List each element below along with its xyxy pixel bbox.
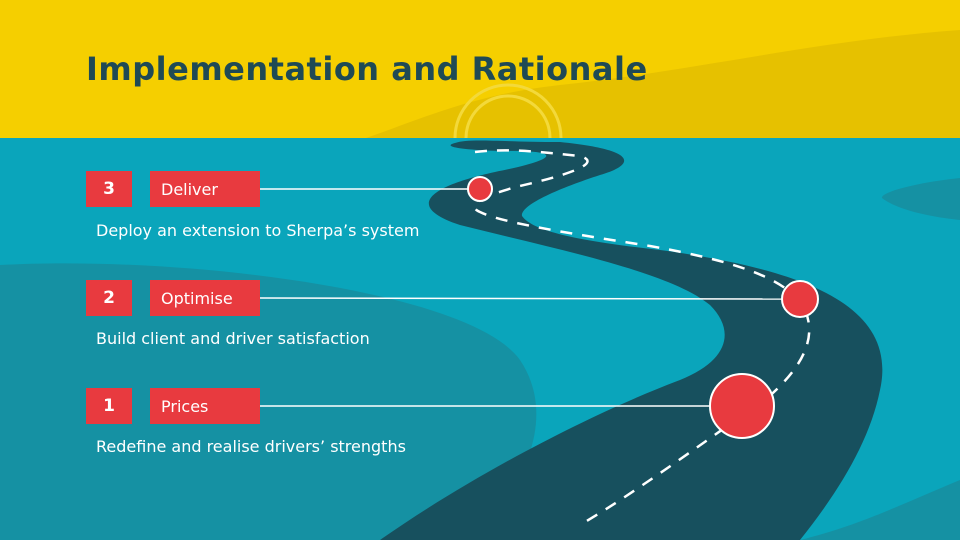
step-number-badge: 1 <box>86 388 132 424</box>
step-number-badge: 3 <box>86 171 132 207</box>
road <box>380 140 883 540</box>
step-description-deliver: Deploy an extension to Sherpa’s system <box>96 221 420 240</box>
connector-line-optimise <box>259 297 786 300</box>
step-label-prices: Prices <box>150 388 260 424</box>
milestone-marker-prices <box>709 373 775 439</box>
step-description-prices: Redefine and realise drivers’ strengths <box>96 437 406 456</box>
milestone-marker-deliver <box>467 176 493 202</box>
step-number-badge: 2 <box>86 280 132 316</box>
sun-icon <box>453 83 563 139</box>
hill-right-bottom <box>800 480 960 540</box>
step-label-deliver: Deliver <box>150 171 260 207</box>
sky-shade <box>360 30 960 140</box>
step-label-optimise: Optimise <box>150 280 260 316</box>
step-description-optimise: Build client and driver satisfaction <box>96 329 370 348</box>
page-title: Implementation and Rationale <box>86 50 648 88</box>
hill-left <box>0 263 537 540</box>
road-center-line <box>473 149 811 527</box>
milestone-marker-optimise <box>781 280 819 318</box>
hill-right-top <box>881 178 960 220</box>
